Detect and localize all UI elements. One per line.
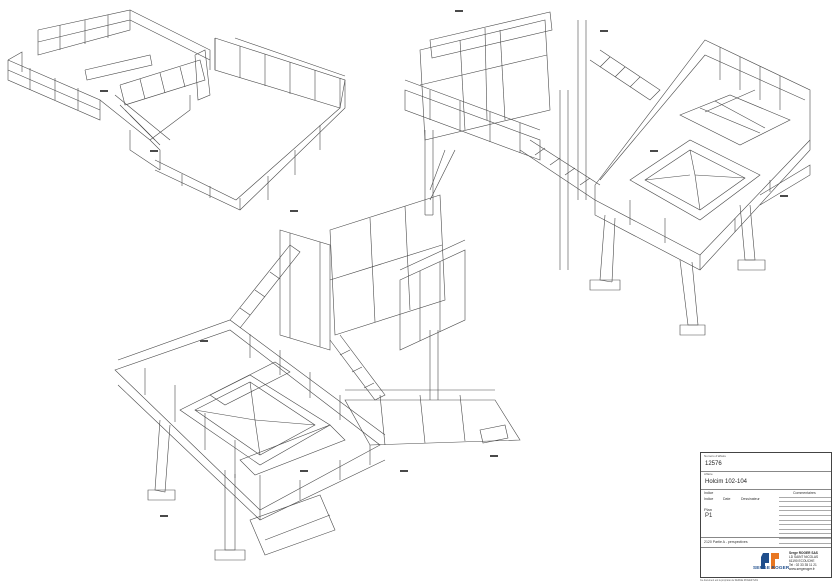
client-label: Affaire	[704, 472, 713, 476]
view-top-right-structure	[404, 11, 811, 336]
revision-label: Indice	[704, 491, 714, 495]
address-line-4: www.sergeroger.fr	[789, 567, 815, 571]
client-row: Affaire Holcim 102-104	[701, 471, 831, 490]
revision-col-drafter: Dessinateur	[741, 497, 760, 501]
company-address: Serge ROGER SAS LD SAINT NICOLAS 61190 E…	[789, 551, 831, 571]
revision-grid	[779, 493, 831, 544]
revision-row: Indice Indice Date Dessinateur Commentai…	[701, 489, 831, 544]
sheet-code: P1	[705, 513, 713, 519]
revision-col-index: Indice	[704, 497, 714, 501]
job-number: 12576	[705, 461, 722, 467]
view-description: 2120 Partie A - perspectives	[704, 540, 748, 544]
view-bottom-structure	[114, 194, 521, 561]
job-number-label: Numéro d'affaire	[704, 454, 727, 458]
address-line-1: LD SAINT NICOLAS	[789, 555, 819, 559]
job-number-row: Numéro d'affaire 12576	[701, 453, 831, 472]
company-name: Serge ROGER SAS	[789, 551, 818, 555]
sheet-label: Plan	[704, 507, 713, 512]
address-line-2: 61190 ECOUCHE	[789, 559, 815, 563]
revision-col-comments: Commentaires	[793, 491, 816, 495]
address-line-3: Tel : 02 33 35 11 21	[789, 563, 817, 567]
view-top-left-railings	[7, 9, 346, 211]
company-logo-icon	[761, 553, 779, 569]
client-name: Holcim 102-104	[705, 479, 748, 485]
revision-col-date: Date	[723, 497, 731, 501]
brand-text: SERGE ROGER	[753, 565, 790, 570]
view-description-row: 2120 Partie A - perspectives	[701, 537, 831, 548]
title-block: Numéro d'affaire 12576 Affaire Holcim 10…	[700, 452, 832, 578]
ownership-note: Ce document est la propriété de SERGE RO…	[700, 579, 758, 582]
